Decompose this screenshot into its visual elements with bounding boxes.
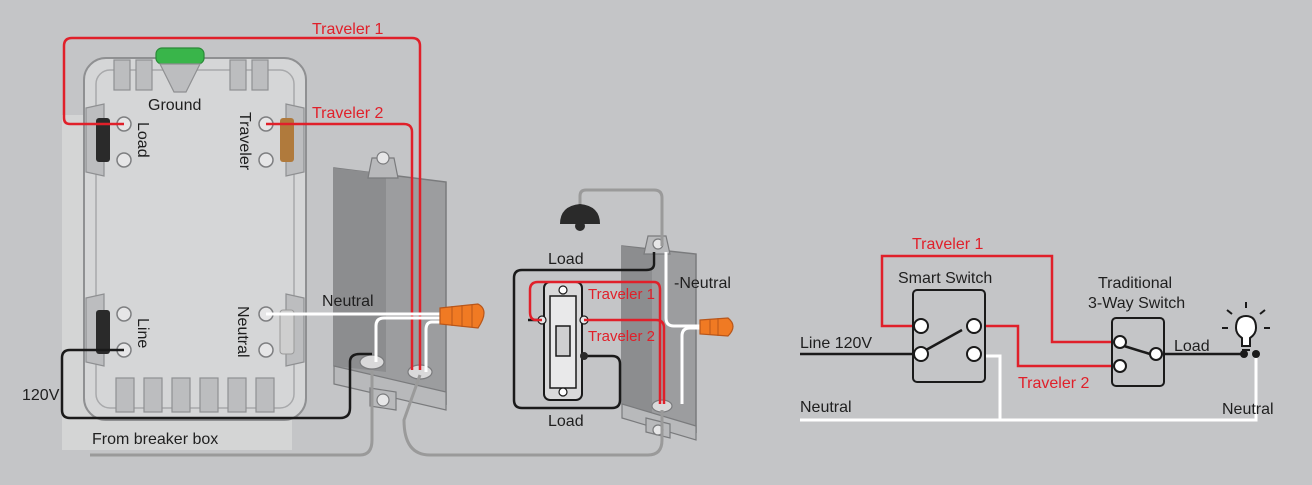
smart-switch-contacts (913, 318, 982, 362)
schematic-neutral-wire (800, 354, 1258, 422)
light-bulb-icon (1222, 302, 1270, 358)
schematic-neutral-right-label: Neutral (1222, 401, 1274, 418)
line-label: Line (134, 318, 151, 348)
traditional-label-line2: 3-Way Switch (1088, 295, 1185, 312)
ground-label: Ground (148, 97, 201, 114)
three-way-neutral-wires (664, 252, 706, 404)
neutral-label-wiring: Neutral (322, 293, 374, 310)
breaker-box-label: From breaker box (92, 431, 218, 448)
schematic (800, 254, 1270, 422)
schematic-traveler2-label: Traveler 2 (1018, 375, 1090, 392)
neutral-terminal-silver (279, 309, 295, 355)
wire-nut-left-icon (439, 303, 485, 329)
traditional-switch-blade (1123, 344, 1151, 356)
traditional-switch-contacts (1113, 335, 1163, 373)
wire-nut-right-icon (699, 317, 734, 337)
ground-screw-icon (155, 47, 205, 93)
traditional-label-line1: Traditional (1098, 275, 1172, 292)
schematic-traveler-2-wire (974, 324, 1118, 368)
line-120v-label: Line 120V (800, 335, 872, 352)
schematic-load-label: Load (1174, 338, 1210, 355)
load-label-top: Load (548, 251, 584, 268)
load-label: Load (134, 122, 151, 158)
neutral-label-module: Neutral (234, 306, 251, 358)
grey-cable-wires (90, 370, 664, 457)
label-120v: 120V (22, 387, 60, 404)
neutral-wires-left (266, 312, 446, 372)
traveler-label: Traveler (236, 112, 253, 171)
three-way-neutral-label: -Neutral (674, 275, 731, 292)
three-way-traveler-wires (528, 280, 666, 404)
three-way-traveler2-label: Traveler 2 (588, 328, 655, 345)
load-wire-black (512, 252, 656, 410)
smart-switch-blade (925, 328, 963, 352)
traveler1-label: Traveler 1 (312, 21, 384, 38)
traditional-switch-device (537, 281, 589, 401)
line-terminal-black (96, 310, 110, 354)
schematic-traveler-1-wire (880, 254, 1118, 344)
three-way-traveler1-label: Traveler 1 (588, 286, 655, 303)
load-terminal-black (96, 118, 110, 162)
hot-wire-120v (60, 348, 372, 420)
schematic-traveler1-label: Traveler 1 (912, 236, 984, 253)
module-bottom-tabs (115, 377, 275, 413)
traveler-wires (62, 36, 422, 370)
load-label-bottom: Load (548, 413, 584, 430)
module-top-tabs (113, 59, 269, 91)
schematic-neutral-left-label: Neutral (800, 399, 852, 416)
smart-switch-label: Smart Switch (898, 270, 992, 287)
wall-box (333, 151, 447, 411)
lamp-fixture (560, 188, 664, 246)
traveler2-label: Traveler 2 (312, 105, 384, 122)
traveler-terminal-brass (280, 118, 294, 162)
smart-switch-module (62, 47, 307, 450)
